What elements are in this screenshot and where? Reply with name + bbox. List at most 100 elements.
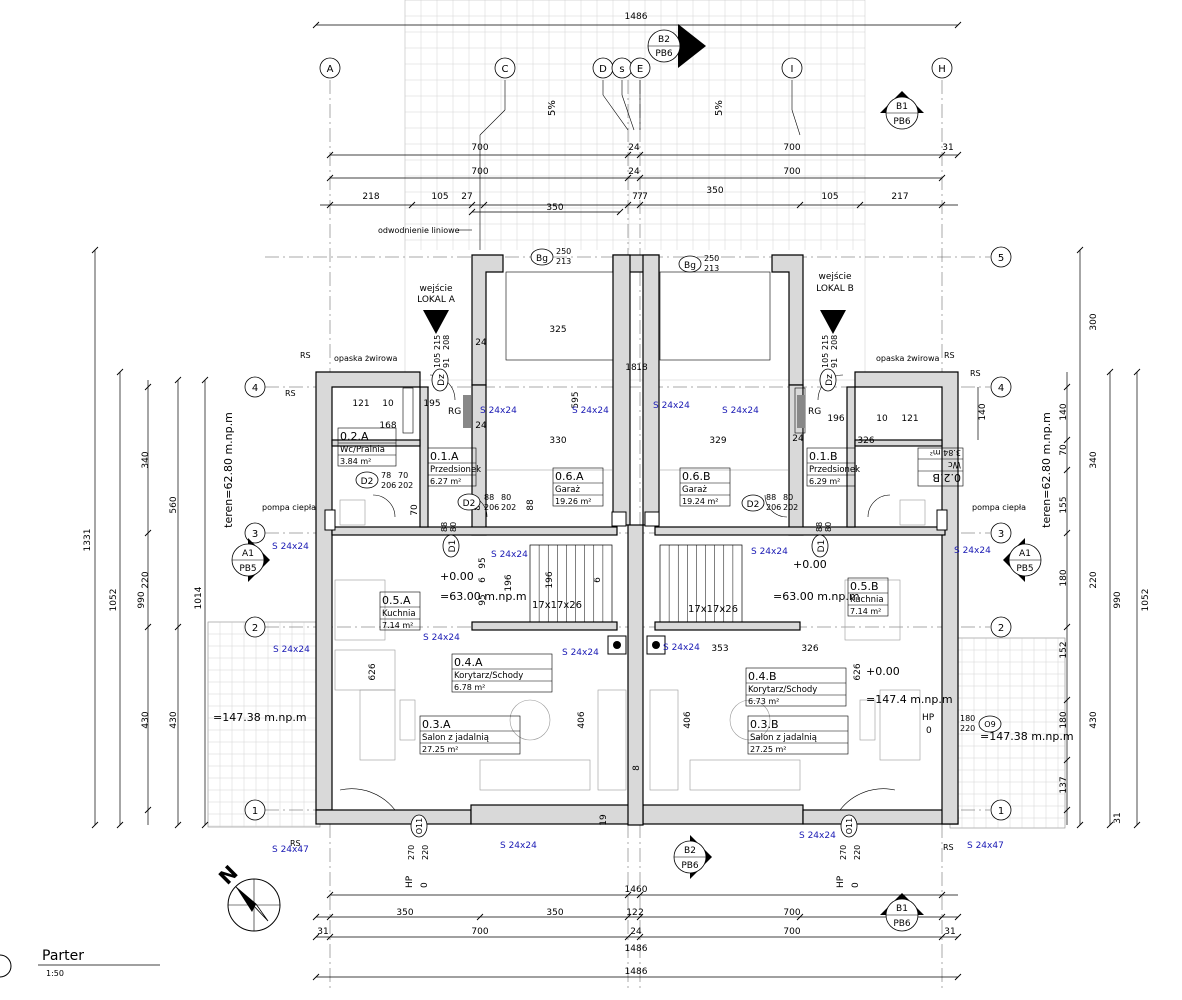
rg-label: RG (448, 407, 461, 417)
hp-label: HP (922, 713, 935, 723)
svg-text:Kuchnia: Kuchnia (382, 609, 416, 619)
svg-text:0.6.B: 0.6.B (682, 470, 711, 483)
entrance-b-label: wejście (818, 271, 852, 282)
furniture (334, 499, 926, 791)
dim: 330 (549, 436, 566, 446)
dim: 18 (625, 363, 637, 373)
axis-D: D (592, 57, 614, 79)
dim: 340 (1089, 451, 1099, 468)
svg-text:Garaż: Garaż (682, 485, 707, 495)
dim: 196 (504, 574, 514, 591)
chimneys (324, 509, 948, 655)
svg-text:215: 215 (433, 335, 442, 350)
dim: 326 (857, 436, 874, 446)
svg-text:D2: D2 (747, 500, 760, 510)
dim: 31 (944, 927, 955, 937)
dim: 137 (1059, 776, 1069, 793)
svg-text:Bg: Bg (536, 254, 548, 264)
dim: 626 (368, 663, 378, 680)
svg-text:88: 88 (440, 522, 449, 532)
dim: 8 (632, 765, 642, 771)
axis-s: s (611, 57, 633, 79)
svg-text:80: 80 (449, 522, 458, 532)
dim: 350 (546, 203, 563, 213)
dim: 406 (683, 711, 693, 728)
svg-text:220: 220 (421, 845, 430, 860)
dim: 990 (1113, 591, 1123, 608)
dim: 430 (1089, 711, 1099, 728)
svg-text:80: 80 (824, 522, 833, 532)
duct-labels: S 24x24 S 24x24 S 24x24 S 24x24 S 24x24 … (272, 401, 1004, 855)
axis-1-right: 1 (990, 799, 1012, 821)
svg-text:3.84 m²: 3.84 m² (930, 448, 961, 457)
rs-label: RS (944, 351, 955, 360)
svg-text:Salon z jadalnią: Salon z jadalnią (750, 733, 817, 743)
rg-label: RG (808, 407, 821, 417)
svg-text:s: s (619, 64, 624, 75)
entrance-b-label: LOKAL B (816, 284, 854, 294)
svg-text:S 24x24: S 24x24 (722, 406, 759, 416)
svg-text:S 24x24: S 24x24 (954, 546, 991, 556)
dim: 217 (891, 192, 908, 202)
dim: 70 (1059, 444, 1069, 456)
svg-text:S 24x24: S 24x24 (491, 550, 528, 560)
dim: 560 (169, 496, 179, 513)
dim: 24 (630, 927, 642, 937)
svg-text:4: 4 (252, 383, 258, 394)
svg-text:213: 213 (704, 264, 719, 273)
dim: 7 (637, 192, 643, 202)
svg-text:PB5: PB5 (239, 564, 256, 574)
dim: 700 (783, 927, 800, 937)
svg-text:0.2.B: 0.2.B (932, 471, 961, 484)
svg-text:Garaż: Garaż (555, 485, 580, 495)
svg-text:0.3.A: 0.3.A (422, 718, 451, 731)
dim: 1460 (625, 885, 648, 895)
svg-text:88: 88 (484, 493, 494, 502)
svg-text:0.6.A: 0.6.A (555, 470, 584, 483)
svg-text:6.29 m²: 6.29 m² (809, 477, 840, 486)
svg-text:250: 250 (556, 247, 571, 256)
svg-text:S 24x24: S 24x24 (653, 401, 690, 411)
svg-text:B1: B1 (896, 904, 908, 914)
dim: 140 (978, 403, 988, 420)
svg-text:PB6: PB6 (681, 861, 699, 871)
svg-text:D2: D2 (463, 499, 476, 509)
dim: 700 (783, 167, 800, 177)
svg-text:250: 250 (704, 254, 719, 263)
dim: 325 (549, 325, 566, 335)
section-b1-bottom: B1 PB6 (880, 893, 924, 932)
dimension-text: 1486 700 24 700 31 700 24 700 218 105 27… (83, 12, 1151, 977)
svg-text:H: H (938, 64, 946, 75)
dim: 27 (461, 192, 472, 202)
dimension-ticks (91, 21, 1141, 981)
svg-text:213: 213 (556, 257, 571, 266)
svg-text:S 24x24: S 24x24 (562, 648, 599, 658)
svg-text:Korytarz/Schody: Korytarz/Schody (454, 671, 523, 681)
svg-text:80: 80 (783, 493, 793, 502)
svg-text:B1: B1 (896, 102, 908, 112)
svg-text:3: 3 (998, 529, 1004, 540)
dim: 1486 (625, 967, 648, 977)
dim: 24 (628, 167, 640, 177)
svg-text:88: 88 (815, 522, 824, 532)
dim: 700 (783, 908, 800, 918)
dim: 180 (1059, 711, 1069, 728)
slope-label: 5% (714, 100, 725, 116)
svg-text:I: I (791, 64, 794, 75)
dim: 353 (711, 644, 728, 654)
axis-I: I (781, 57, 803, 79)
dim: 350 (546, 908, 563, 918)
dim: 155 (1059, 496, 1069, 513)
dim: 1014 (194, 586, 204, 609)
svg-text:S 24x24: S 24x24 (751, 547, 788, 557)
svg-text:7.14 m²: 7.14 m² (850, 607, 881, 616)
rs-label: RS (943, 843, 954, 852)
svg-text:270: 270 (839, 845, 848, 860)
